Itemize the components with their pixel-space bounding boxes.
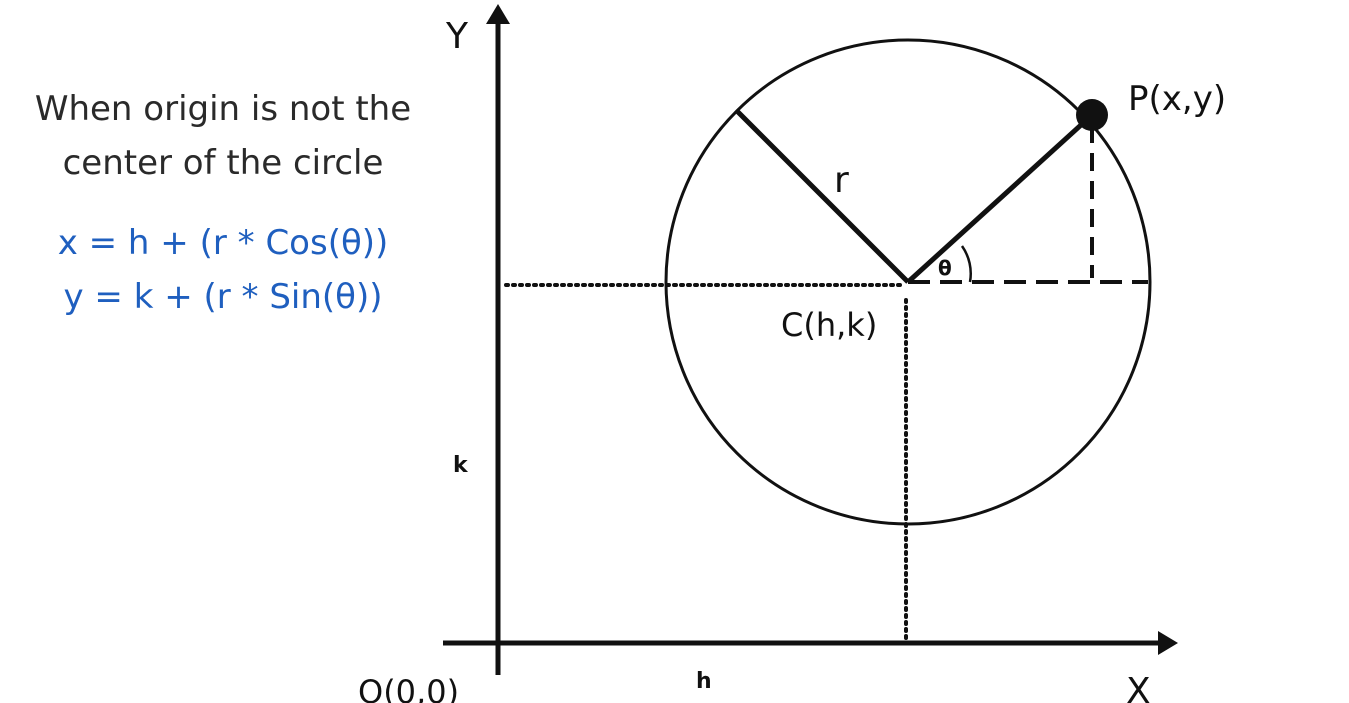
parametric-formulas: x = h + (r * Cos(θ)) y = k + (r * Sin(θ)… bbox=[8, 216, 438, 324]
y-axis-label: Y bbox=[445, 16, 469, 57]
origin-label: O(0,0) bbox=[358, 673, 459, 703]
x-axis-arrowhead bbox=[1158, 631, 1178, 655]
angle-label: θ bbox=[938, 256, 952, 280]
y-axis-arrowhead bbox=[486, 4, 510, 24]
angle-arc bbox=[960, 245, 972, 283]
point-label: P(x,y) bbox=[1128, 79, 1226, 119]
radius-line bbox=[734, 108, 910, 284]
x-axis-label: X bbox=[1126, 671, 1151, 703]
radius-label: r bbox=[834, 160, 849, 201]
h-label: h bbox=[696, 669, 712, 694]
formula-y: y = k + (r * Sin(θ)) bbox=[63, 277, 383, 317]
caption-line-1: When origin is not the bbox=[34, 89, 412, 129]
point-p bbox=[1076, 99, 1108, 131]
diagram-caption: When origin is not the center of the cir… bbox=[8, 82, 438, 190]
radius-to-point bbox=[906, 113, 1094, 284]
caption-line-2: center of the circle bbox=[62, 143, 384, 183]
formula-x: x = h + (r * Cos(θ)) bbox=[57, 223, 389, 263]
k-label: k bbox=[453, 453, 469, 478]
center-label: C(h,k) bbox=[781, 306, 877, 344]
